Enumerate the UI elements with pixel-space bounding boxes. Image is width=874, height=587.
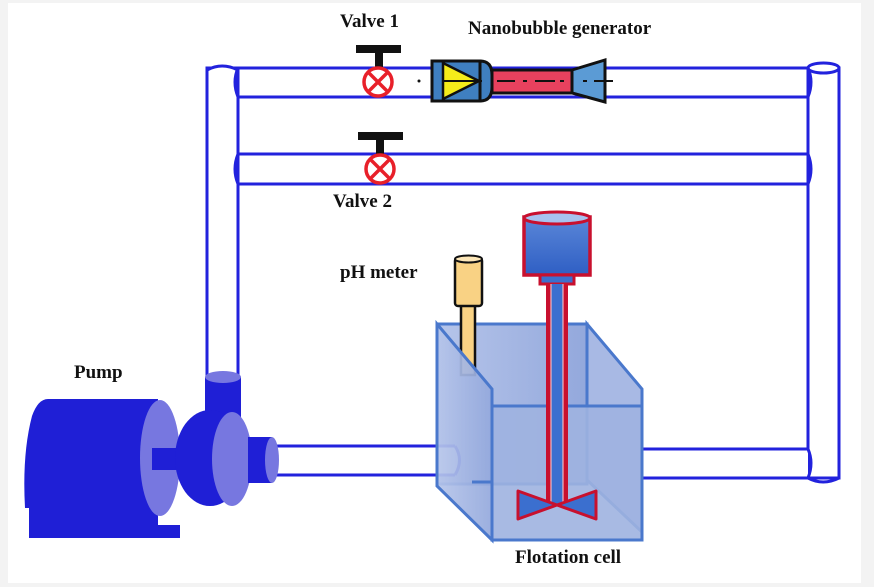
valve-1-cross-icon [366,70,390,94]
stirrer-motor-icon[interactable] [522,215,592,277]
stirrer-impeller-icon [516,489,598,521]
valve-1[interactable] [356,45,401,98]
outlet-pipe-walls [640,447,808,480]
top-pipe-left-cap [233,67,240,98]
left-pipe-body [205,66,240,380]
right-pipe-top-end [806,61,841,75]
valve-2-label: Valve 2 [333,191,392,212]
valve-2-stem [376,132,384,156]
stirrer-shaft-core [551,284,563,506]
inlet-pipe-fill [275,446,455,475]
nanobubble-generator-label: Nanobubble generator [468,18,652,39]
top-pipe-walls [238,66,808,99]
middle-pipe-left-cap [233,153,240,185]
middle-pipe [233,152,813,186]
valve-2[interactable] [358,132,403,185]
ph-probe-top [454,254,483,264]
cell-outlet-pipe [640,447,813,480]
valve-2-cross-icon [368,157,392,181]
right-pipe-bottom-end [807,476,840,484]
generator-diffuser [570,57,607,104]
stirrer-motor-top [522,210,592,226]
middle-pipe-walls [238,152,808,186]
stirrer[interactable] [516,210,598,521]
right-vertical-pipe [806,61,841,484]
left-vertical-pipe [205,64,240,380]
middle-pipe-right-cap [806,153,813,185]
top-pipe [233,66,813,99]
outlet-pipe-cap [806,448,813,479]
left-pipe-top-end [206,64,239,72]
ph-probe-head-icon[interactable] [453,256,484,308]
stirrer-coupling [538,273,576,286]
pump-motor-body [24,399,180,538]
pump-volute-face [212,412,252,506]
outlet-pipe-fill [640,449,808,478]
inlet-pipe-walls [275,444,455,477]
valve-1-stem [375,45,383,69]
right-pipe-body [806,66,841,480]
top-pipe-right-cap [806,67,813,98]
pump-discharge-face [265,437,279,483]
pump-outlet-top [205,371,241,383]
valve-1-label: Valve 1 [340,11,399,32]
pump-outlet-pipe [275,444,461,477]
nanobubble-generator [417,57,613,104]
generator-centerline-dot [417,79,421,83]
ph-meter-label: pH meter [340,262,418,283]
flotation-cell-label: Flotation cell [515,547,622,568]
pump-label: Pump [74,362,123,383]
pump[interactable] [24,371,279,538]
